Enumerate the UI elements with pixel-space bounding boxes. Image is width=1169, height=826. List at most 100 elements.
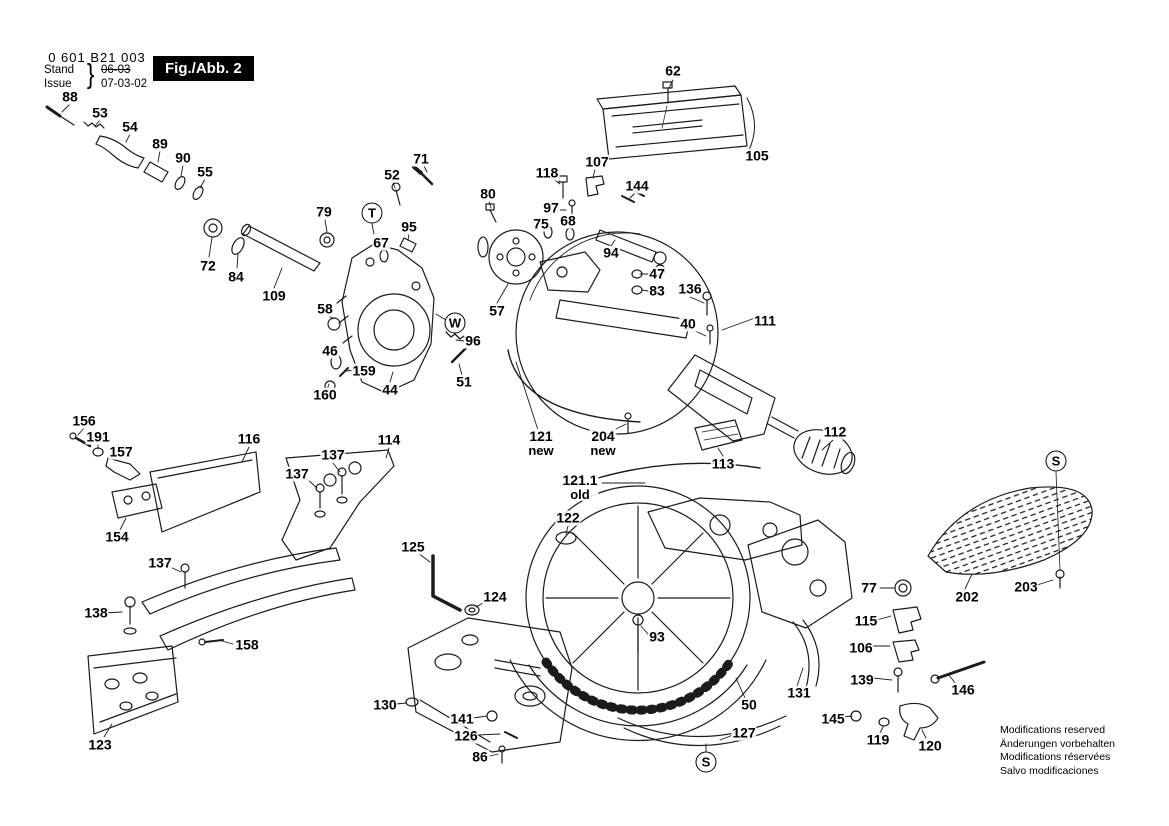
part-label-120: 120 (917, 737, 943, 754)
part-label-137: 137 (320, 446, 346, 463)
callout-S: S (695, 751, 717, 773)
modification-notes: Modifications reserved Änderungen vorbeh… (1000, 724, 1115, 779)
part-label-84: 84 (227, 268, 245, 285)
support-bar-drawing (123, 547, 356, 651)
part-label-124: 124 (482, 588, 508, 605)
part-label-122: 122 (555, 509, 581, 526)
blade-guard-drawing (507, 231, 776, 451)
note-en: Modifications reserved (1000, 724, 1106, 736)
part-label-191: 191 (85, 428, 111, 445)
part-label-202: 202 (954, 588, 980, 605)
issue-date-new: 07-03-02 (101, 78, 148, 90)
part-label-44: 44 (381, 381, 399, 398)
callout-W: W (444, 312, 466, 334)
part-label-115: 115 (853, 612, 879, 629)
table-rear-drawing (431, 462, 853, 629)
part-label-105: 105 (744, 147, 770, 164)
part-label-55: 55 (196, 163, 214, 180)
pivot-bracket-drawing (336, 243, 479, 394)
part-label-86: 86 (471, 748, 489, 765)
handle-knob-drawing (767, 416, 856, 475)
part-label-113: 113 (710, 455, 736, 472)
part-label-114: 114 (376, 431, 402, 448)
fence-drawing (596, 81, 755, 160)
part-label-93: 93 (648, 628, 666, 645)
part-label-68: 68 (559, 212, 577, 229)
part-label-88: 88 (61, 88, 79, 105)
part-label-75: 75 (532, 215, 550, 232)
part-label-160: 160 (312, 386, 338, 403)
part-label-138: 138 (83, 604, 109, 621)
part-label-107: 107 (584, 153, 610, 170)
part-label-58: 58 (316, 300, 334, 317)
part-label-46: 46 (321, 342, 339, 359)
part-label-125: 125 (400, 538, 426, 555)
part-label-137: 137 (284, 465, 310, 482)
part-label-136: 136 (677, 280, 703, 297)
part-label-144: 144 (624, 177, 650, 194)
note-fr: Modifications réservées (1000, 751, 1111, 764)
part-label-119: 119 (865, 731, 891, 748)
stand-label: Stand (44, 64, 75, 76)
part-label-112: 112 (822, 423, 848, 440)
bracket-114-drawing (149, 449, 395, 561)
dust-deflector-drawing (927, 471, 1093, 589)
note-es: Salvo modificaciones (1000, 764, 1099, 777)
figure-label: Fig./Abb. 2 (153, 56, 254, 81)
part-label-131: 131 (786, 684, 812, 701)
part-label-95: 95 (400, 218, 418, 235)
document-part-number: 0 601 B21 003 (48, 50, 146, 65)
part-label-156: 156 (71, 412, 97, 429)
part-label-127: 127 (731, 724, 757, 741)
part-label-94: 94 (602, 244, 620, 261)
part-label-157: 157 (108, 443, 134, 460)
part-label-141: 141 (449, 710, 475, 727)
part-label-137: 137 (147, 554, 173, 571)
part-label-83: 83 (648, 282, 666, 299)
part-label-77: 77 (860, 579, 878, 596)
part-label-57: 57 (488, 302, 506, 319)
callout-T: T (361, 202, 383, 224)
note-de: Änderungen vorbehalten (1000, 737, 1116, 750)
lever-assembly-drawing (45, 105, 434, 392)
base-left-drawing (405, 617, 573, 764)
part-label-89: 89 (151, 135, 169, 152)
part-label-145: 145 (820, 710, 846, 727)
callout-S: S (1045, 450, 1067, 472)
part-label-123: 123 (87, 736, 113, 753)
part-label-53: 53 (91, 104, 109, 121)
issue-date-old: 06-03 (101, 64, 131, 76)
part-label-62: 62 (664, 62, 682, 79)
issue-label: Issue (44, 78, 72, 90)
part-label-146: 146 (950, 681, 976, 698)
part-label-130: 130 (372, 696, 398, 713)
part-label-139: 139 (849, 671, 875, 688)
part-label-40: 40 (679, 315, 697, 332)
part-label-97: 97 (542, 199, 560, 216)
part-label-52: 52 (383, 166, 401, 183)
part-label-111: 111 (753, 312, 777, 329)
part-label-54: 54 (121, 118, 139, 135)
leader-lines (61, 79, 1054, 757)
part-label-109: 109 (261, 287, 287, 304)
latch-drawing (69, 432, 163, 519)
part-label-90: 90 (174, 149, 192, 166)
part-label-154: 154 (104, 528, 130, 545)
clamp-plate-drawing (87, 645, 179, 735)
part-label-159: 159 (351, 362, 377, 379)
part-label-126: 126 (453, 727, 479, 744)
brace-glyph: } (86, 58, 95, 89)
part-label-158: 158 (234, 636, 260, 653)
part-label-96: 96 (464, 332, 482, 349)
part-label-203: 203 (1013, 578, 1039, 595)
part-label-80: 80 (479, 185, 497, 202)
part-label-71: 71 (412, 150, 430, 167)
part-label-118: 118 (534, 164, 560, 181)
part-label-106: 106 (848, 639, 874, 656)
part-label-47: 47 (648, 265, 666, 282)
